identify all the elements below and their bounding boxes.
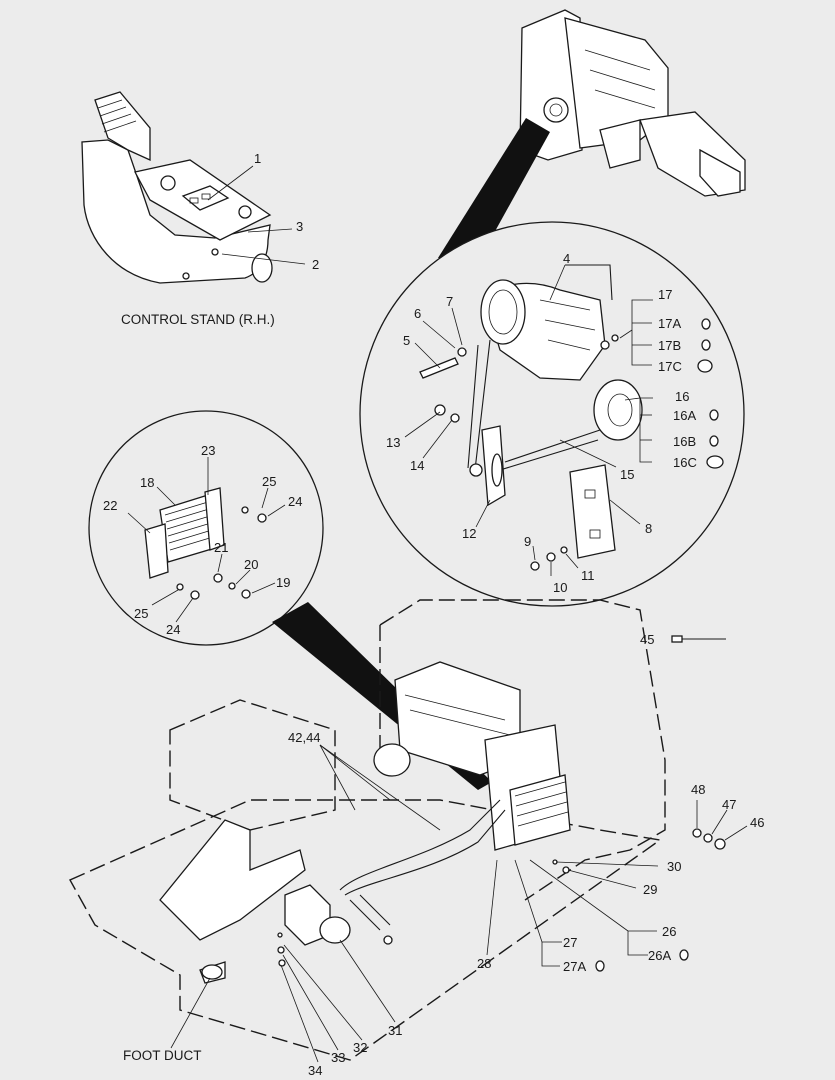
callout-16C: 16C [673,455,697,470]
detail-beam-compressor [438,118,550,262]
callout-25-b: 25 [134,606,148,621]
callout-17: 17 [658,287,672,302]
foot-duct-caption: FOOT DUCT [123,1048,202,1063]
callout-21: 21 [214,540,228,555]
callout-28: 28 [477,956,491,971]
callout-26A: 26A [648,948,671,963]
callout-22: 22 [103,498,117,513]
callout-16: 16 [675,389,689,404]
callout-23: 23 [201,443,215,458]
seal-icons [595,318,724,972]
callout-16B: 16B [673,434,696,449]
callout-29: 29 [643,882,657,897]
callout-6: 6 [414,306,421,321]
callout-33: 33 [331,1050,345,1065]
callout-17C: 17C [658,359,682,374]
callout-34: 34 [308,1063,322,1078]
callout-27A: 27A [563,959,586,974]
control-stand-drawing [81,91,273,284]
callout-24-b: 24 [166,622,180,637]
callout-25-a: 25 [262,474,276,489]
callout-19: 19 [276,575,290,590]
callout-32: 32 [353,1040,367,1055]
callout-47: 47 [722,797,736,812]
callout-12: 12 [462,526,476,541]
callout-labels: 1 2 3 4 5 6 7 8 9 10 11 12 13 14 15 16 1… [103,151,764,1078]
part-45-tie [671,635,726,643]
machine-drawing [69,599,726,1061]
callout-17B: 17B [658,338,681,353]
callout-42-44: 42,44 [288,730,321,745]
control-stand-caption: CONTROL STAND (R.H.) [121,312,275,327]
compressor-detail-circle [359,221,745,607]
callout-48: 48 [691,782,705,797]
callout-31: 31 [388,1023,402,1038]
callout-46: 46 [750,815,764,830]
callout-2: 2 [312,257,319,272]
callout-17A: 17A [658,316,681,331]
callout-11: 11 [581,568,595,583]
callout-15: 15 [620,467,634,482]
callout-30: 30 [667,859,681,874]
callout-20: 20 [244,557,258,572]
callout-4: 4 [563,251,570,266]
callout-1: 1 [254,151,261,166]
callout-45: 45 [640,632,654,647]
callout-3: 3 [296,219,303,234]
callout-16A: 16A [673,408,696,423]
callout-8: 8 [645,521,652,536]
callout-10: 10 [553,580,567,595]
leader-lines [127,165,748,1063]
callout-9: 9 [524,534,531,549]
condenser-detail-circle [88,410,324,646]
callout-24-a: 24 [288,494,302,509]
callout-18: 18 [140,475,154,490]
callout-7: 7 [446,294,453,309]
callout-13: 13 [386,435,400,450]
callout-26: 26 [662,924,676,939]
callout-27: 27 [563,935,577,950]
callout-14: 14 [410,458,424,473]
engine-drawing [519,9,746,197]
callout-5: 5 [403,333,410,348]
